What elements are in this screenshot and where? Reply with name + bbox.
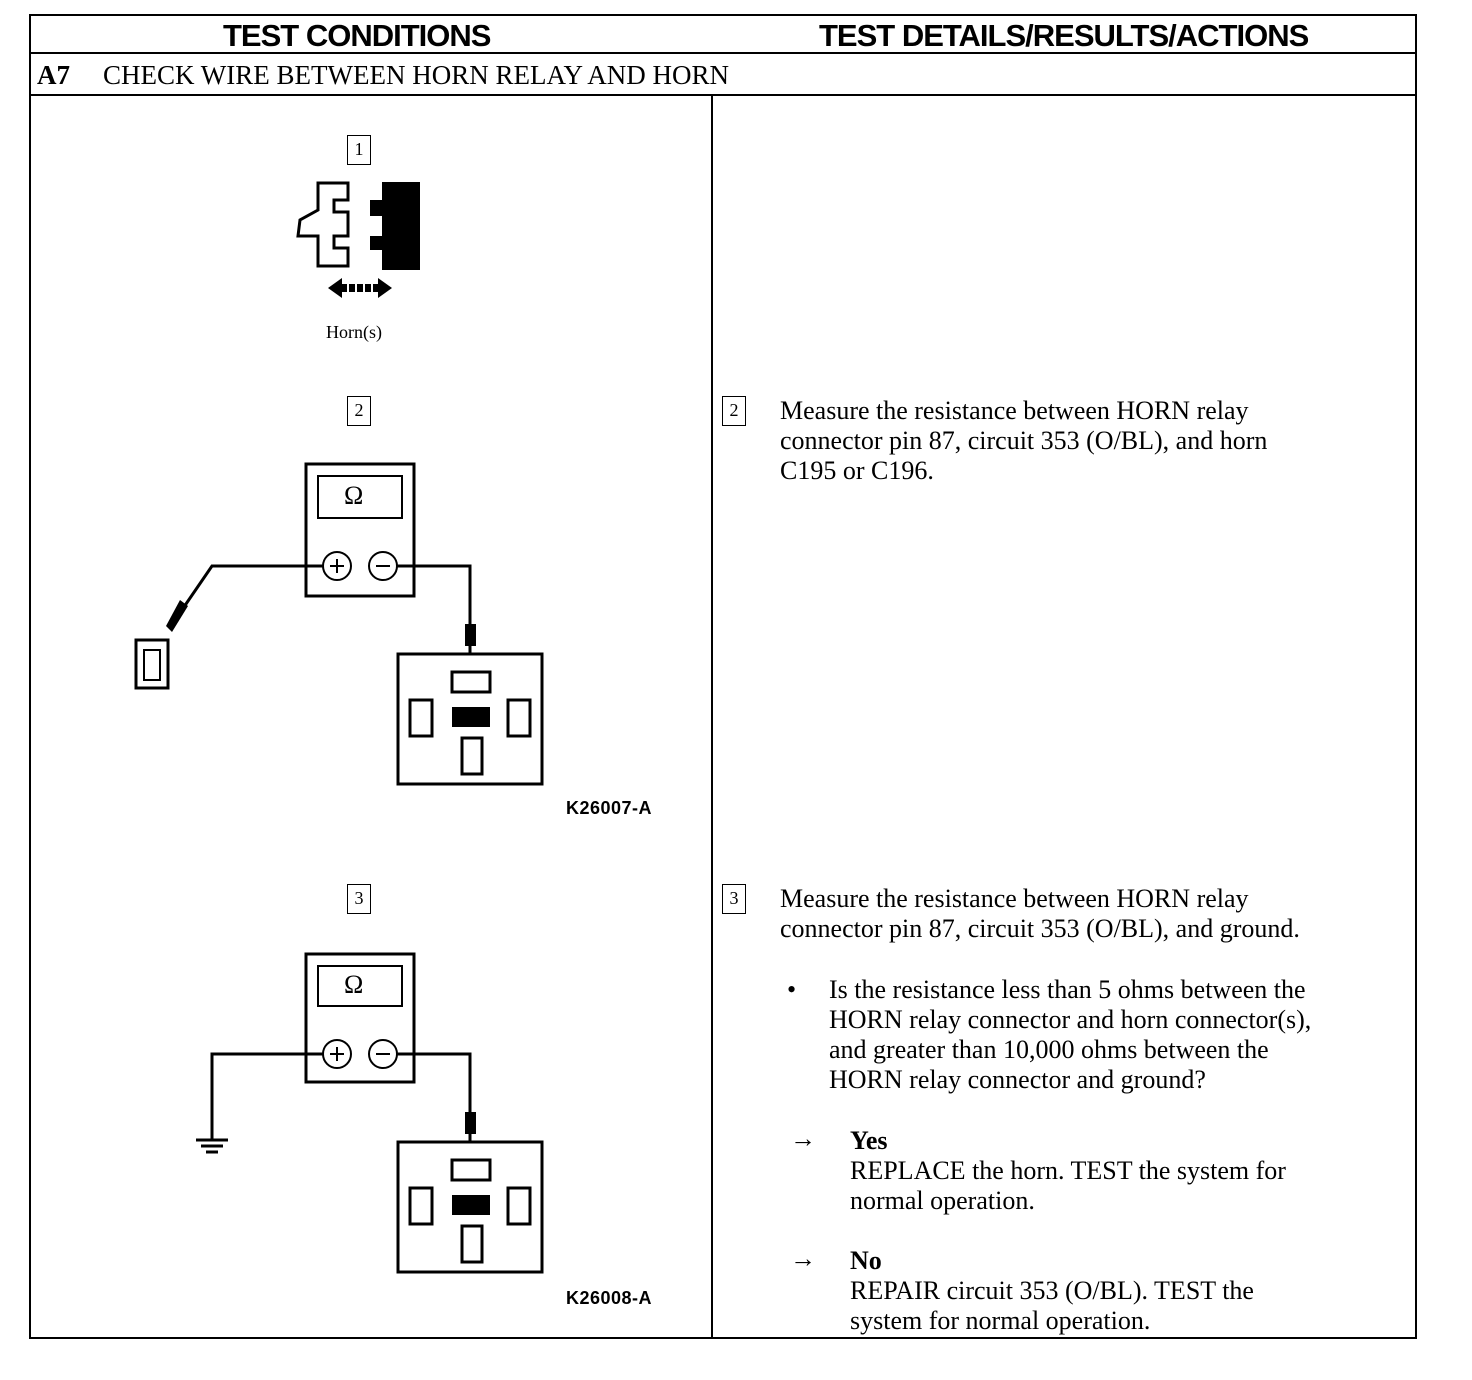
yes-arrow-icon: → (790, 1124, 816, 1153)
test-title-row: A7 CHECK WIRE BETWEEN HORN RELAY AND HOR… (31, 54, 1415, 96)
question-line: Is the resistance less than 5 ohms betwe… (829, 975, 1306, 1004)
header-test-details: TEST DETAILS/RESULTS/ACTIONS (819, 18, 1309, 53)
question-line: and greater than 10,000 ohms between the (829, 1035, 1269, 1064)
condition-step-2-box: 2 (347, 396, 371, 426)
detail-step-2-line: Measure the resistance between HORN rela… (780, 396, 1249, 425)
horn-caption: Horn(s) (326, 322, 382, 342)
condition-step-1-box: 1 (347, 135, 371, 165)
detail-step-3-text: Measure the resistance between HORN rela… (780, 884, 1300, 944)
ohmmeter-horn-diagram (134, 462, 544, 786)
yes-line: REPLACE the horn. TEST the system for (850, 1156, 1286, 1185)
detail-step-3-box: 3 (722, 884, 746, 914)
figure-id-step3: K26008-A (566, 1288, 653, 1308)
yes-line: normal operation. (850, 1186, 1035, 1215)
no-label: No (850, 1246, 882, 1275)
table-header-row: TEST CONDITIONS TEST DETAILS/RESULTS/ACT… (31, 16, 1415, 54)
ohm-symbol-step2: Ω (344, 481, 364, 510)
question-bullet: • (787, 975, 797, 1004)
detail-step-3-line: Measure the resistance between HORN rela… (780, 884, 1249, 913)
detail-step-2-line: C195 or C196. (780, 456, 934, 485)
yes-label: Yes (850, 1126, 888, 1155)
no-line: system for normal operation. (850, 1306, 1151, 1335)
question-line: HORN relay connector and horn connector(… (829, 1005, 1312, 1034)
ohm-symbol-step3: Ω (344, 970, 364, 999)
yes-answer: Yes REPLACE the horn. TEST the system fo… (850, 1126, 1286, 1216)
test-title: CHECK WIRE BETWEEN HORN RELAY AND HORN (103, 60, 729, 90)
detail-step-2-box: 2 (722, 396, 746, 426)
figure-id-step2: K26007-A (566, 798, 653, 818)
condition-step-3-box: 3 (347, 884, 371, 914)
detail-step-3-line: connector pin 87, circuit 353 (O/BL), an… (780, 914, 1300, 943)
no-arrow-icon: → (790, 1244, 816, 1273)
no-line: REPAIR circuit 353 (O/BL). TEST the (850, 1276, 1254, 1305)
header-test-conditions: TEST CONDITIONS (223, 18, 491, 53)
ohmmeter-ground-diagram (196, 952, 544, 1274)
question-text: Is the resistance less than 5 ohms betwe… (829, 975, 1311, 1095)
no-answer: No REPAIR circuit 353 (O/BL). TEST the s… (850, 1246, 1254, 1336)
detail-step-2-text: Measure the resistance between HORN rela… (780, 396, 1267, 486)
detail-step-2-line: connector pin 87, circuit 353 (O/BL), an… (780, 426, 1268, 455)
test-id: A7 (37, 60, 70, 90)
procedure-table: TEST CONDITIONS TEST DETAILS/RESULTS/ACT… (29, 14, 1417, 1339)
connector-disconnect-icon (296, 181, 420, 298)
column-divider (711, 94, 713, 1339)
question-line: HORN relay connector and ground? (829, 1065, 1206, 1094)
